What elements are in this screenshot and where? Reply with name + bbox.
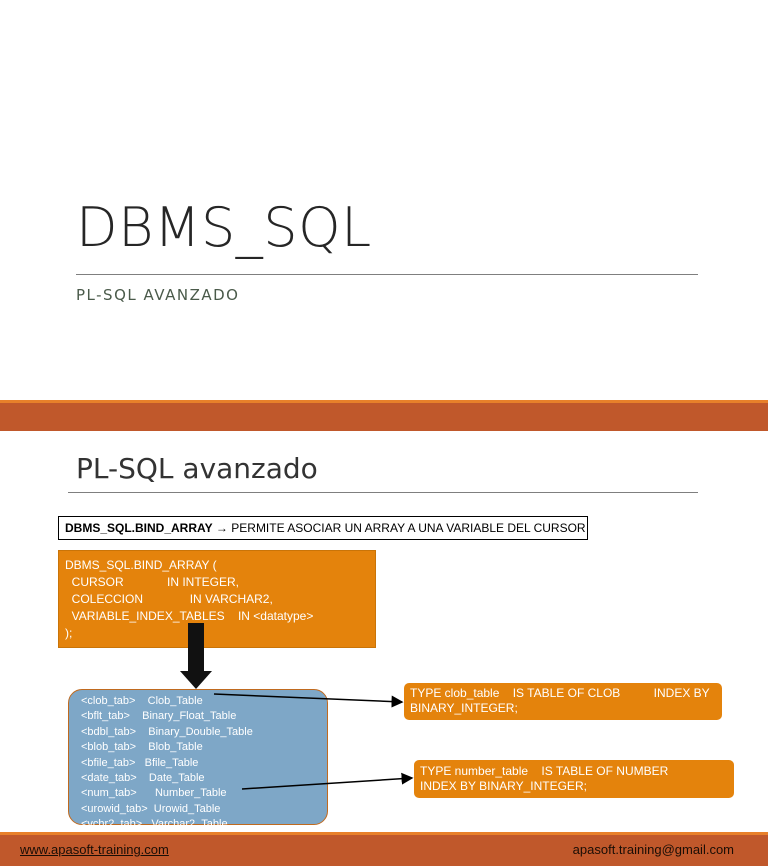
content-title-divider (68, 492, 698, 493)
down-arrow-shaft (188, 623, 204, 671)
content-slide-title: PL-SQL avanzado (76, 452, 318, 485)
footer-band (0, 832, 768, 866)
definition-function-name: DBMS_SQL.BIND_ARRAY (65, 521, 213, 535)
slide-separator-band (0, 400, 768, 431)
definition-box: DBMS_SQL.BIND_ARRAY → PERMITE ASOCIAR UN… (58, 516, 588, 540)
slide-subtitle: PL-SQL AVANZADO (76, 286, 240, 304)
website-link[interactable]: www.apasoft-training.com (20, 842, 169, 857)
contact-email: apasoft.training@gmail.com (572, 842, 734, 857)
down-arrow-icon (180, 671, 212, 689)
title-slide: DBMS_SQL PL-SQL AVANZADO (0, 0, 768, 400)
title-divider (76, 274, 698, 275)
clob-type-box: TYPE clob_table IS TABLE OF CLOB INDEX B… (404, 683, 722, 720)
definition-text: PERMITE ASOCIAR UN ARRAY A UNA VARIABLE … (231, 521, 586, 535)
table-types-box: <clob_tab> Clob_Table <bflt_tab> Binary_… (68, 689, 328, 830)
slide-title: DBMS_SQL (76, 196, 372, 259)
number-type-box: TYPE number_table IS TABLE OF NUMBER IND… (414, 760, 734, 798)
definition-arrow: → (212, 521, 232, 535)
signature-box: DBMS_SQL.BIND_ARRAY ( CURSOR IN INTEGER,… (58, 550, 376, 648)
